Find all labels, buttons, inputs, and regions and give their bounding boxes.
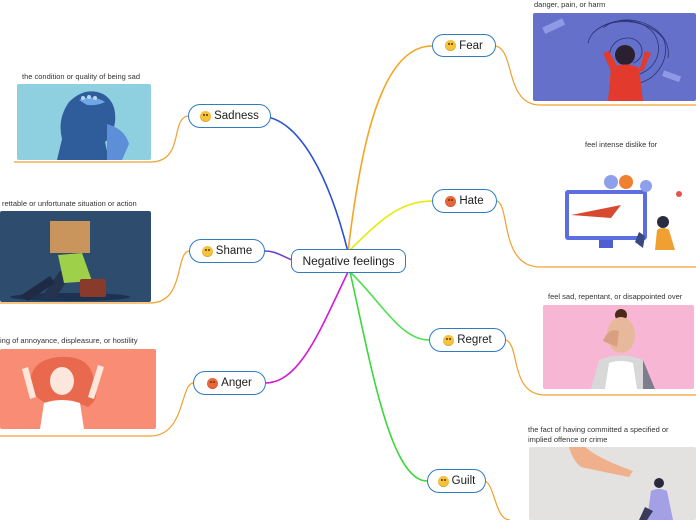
- node-sadness[interactable]: Sadness: [188, 104, 271, 128]
- definition-regret: feel sad, repentant, or disappointed ove…: [548, 292, 683, 301]
- fear-illustration: [533, 13, 696, 101]
- branch-line-fear: [347, 45, 433, 253]
- node-regret[interactable]: Regret: [429, 328, 506, 352]
- callout-line-fear: [495, 45, 696, 106]
- callout-line-anger: [0, 382, 194, 437]
- callout-line-hate: [496, 200, 696, 268]
- definition-guilt: the fact of having committed a specified…: [528, 425, 669, 444]
- definition-hate: feel intense dislike for: [585, 140, 658, 149]
- sad-face-icon: [200, 110, 212, 122]
- node-guilt[interactable]: Guilt: [427, 469, 486, 493]
- ashamed-face-icon: [201, 245, 213, 257]
- definition-sadness: the condition or quality of being sad: [22, 72, 140, 81]
- branch-line-sadness: [258, 115, 349, 253]
- callout-line-regret: [505, 339, 696, 396]
- node-hate-label: Hate: [459, 195, 484, 207]
- callout-line-sadness: [14, 115, 189, 163]
- fearful-face-icon: [445, 40, 457, 51]
- node-fear-label: Fear: [459, 39, 483, 52]
- angry-red-face-icon: [445, 195, 457, 207]
- node-sadness-label: Sadness: [214, 110, 259, 122]
- pensive-face-icon: [443, 334, 455, 346]
- branch-line-hate: [347, 200, 433, 253]
- anxious-face-icon: [437, 475, 449, 487]
- hate-illustration: [551, 160, 694, 252]
- sadness-illustration: [17, 84, 151, 160]
- node-anger-label: Anger: [221, 377, 252, 389]
- central-topic-label: Negative feelings: [302, 254, 395, 268]
- node-fear[interactable]: Fear: [432, 34, 496, 57]
- definition-fear: danger, pain, or harm: [534, 0, 606, 9]
- callout-line-guilt: [484, 480, 511, 520]
- node-shame-label: Shame: [215, 245, 253, 257]
- node-anger[interactable]: Anger: [193, 371, 266, 395]
- node-regret-label: Regret: [457, 334, 492, 346]
- callout-line-shame: [0, 250, 190, 304]
- guilt-illustration: [529, 447, 696, 520]
- node-shame[interactable]: Shame: [189, 239, 265, 263]
- node-guilt-label: Guilt: [451, 475, 476, 487]
- shame-illustration: [0, 211, 151, 302]
- central-topic[interactable]: Negative feelings: [291, 249, 406, 273]
- branch-line-shame: [264, 250, 293, 261]
- node-hate[interactable]: Hate: [432, 189, 497, 213]
- definition-shame: rettable or unfortunate situation or act…: [2, 199, 137, 208]
- regret-illustration: [543, 305, 694, 389]
- branch-line-anger: [264, 271, 349, 384]
- angry-red-face-icon: [207, 377, 219, 389]
- definition-anger: ing of annoyance, displeasure, or hostil…: [0, 336, 138, 345]
- anger-illustration: [0, 349, 156, 429]
- branch-line-guilt: [349, 271, 428, 482]
- branch-line-regret: [349, 271, 430, 341]
